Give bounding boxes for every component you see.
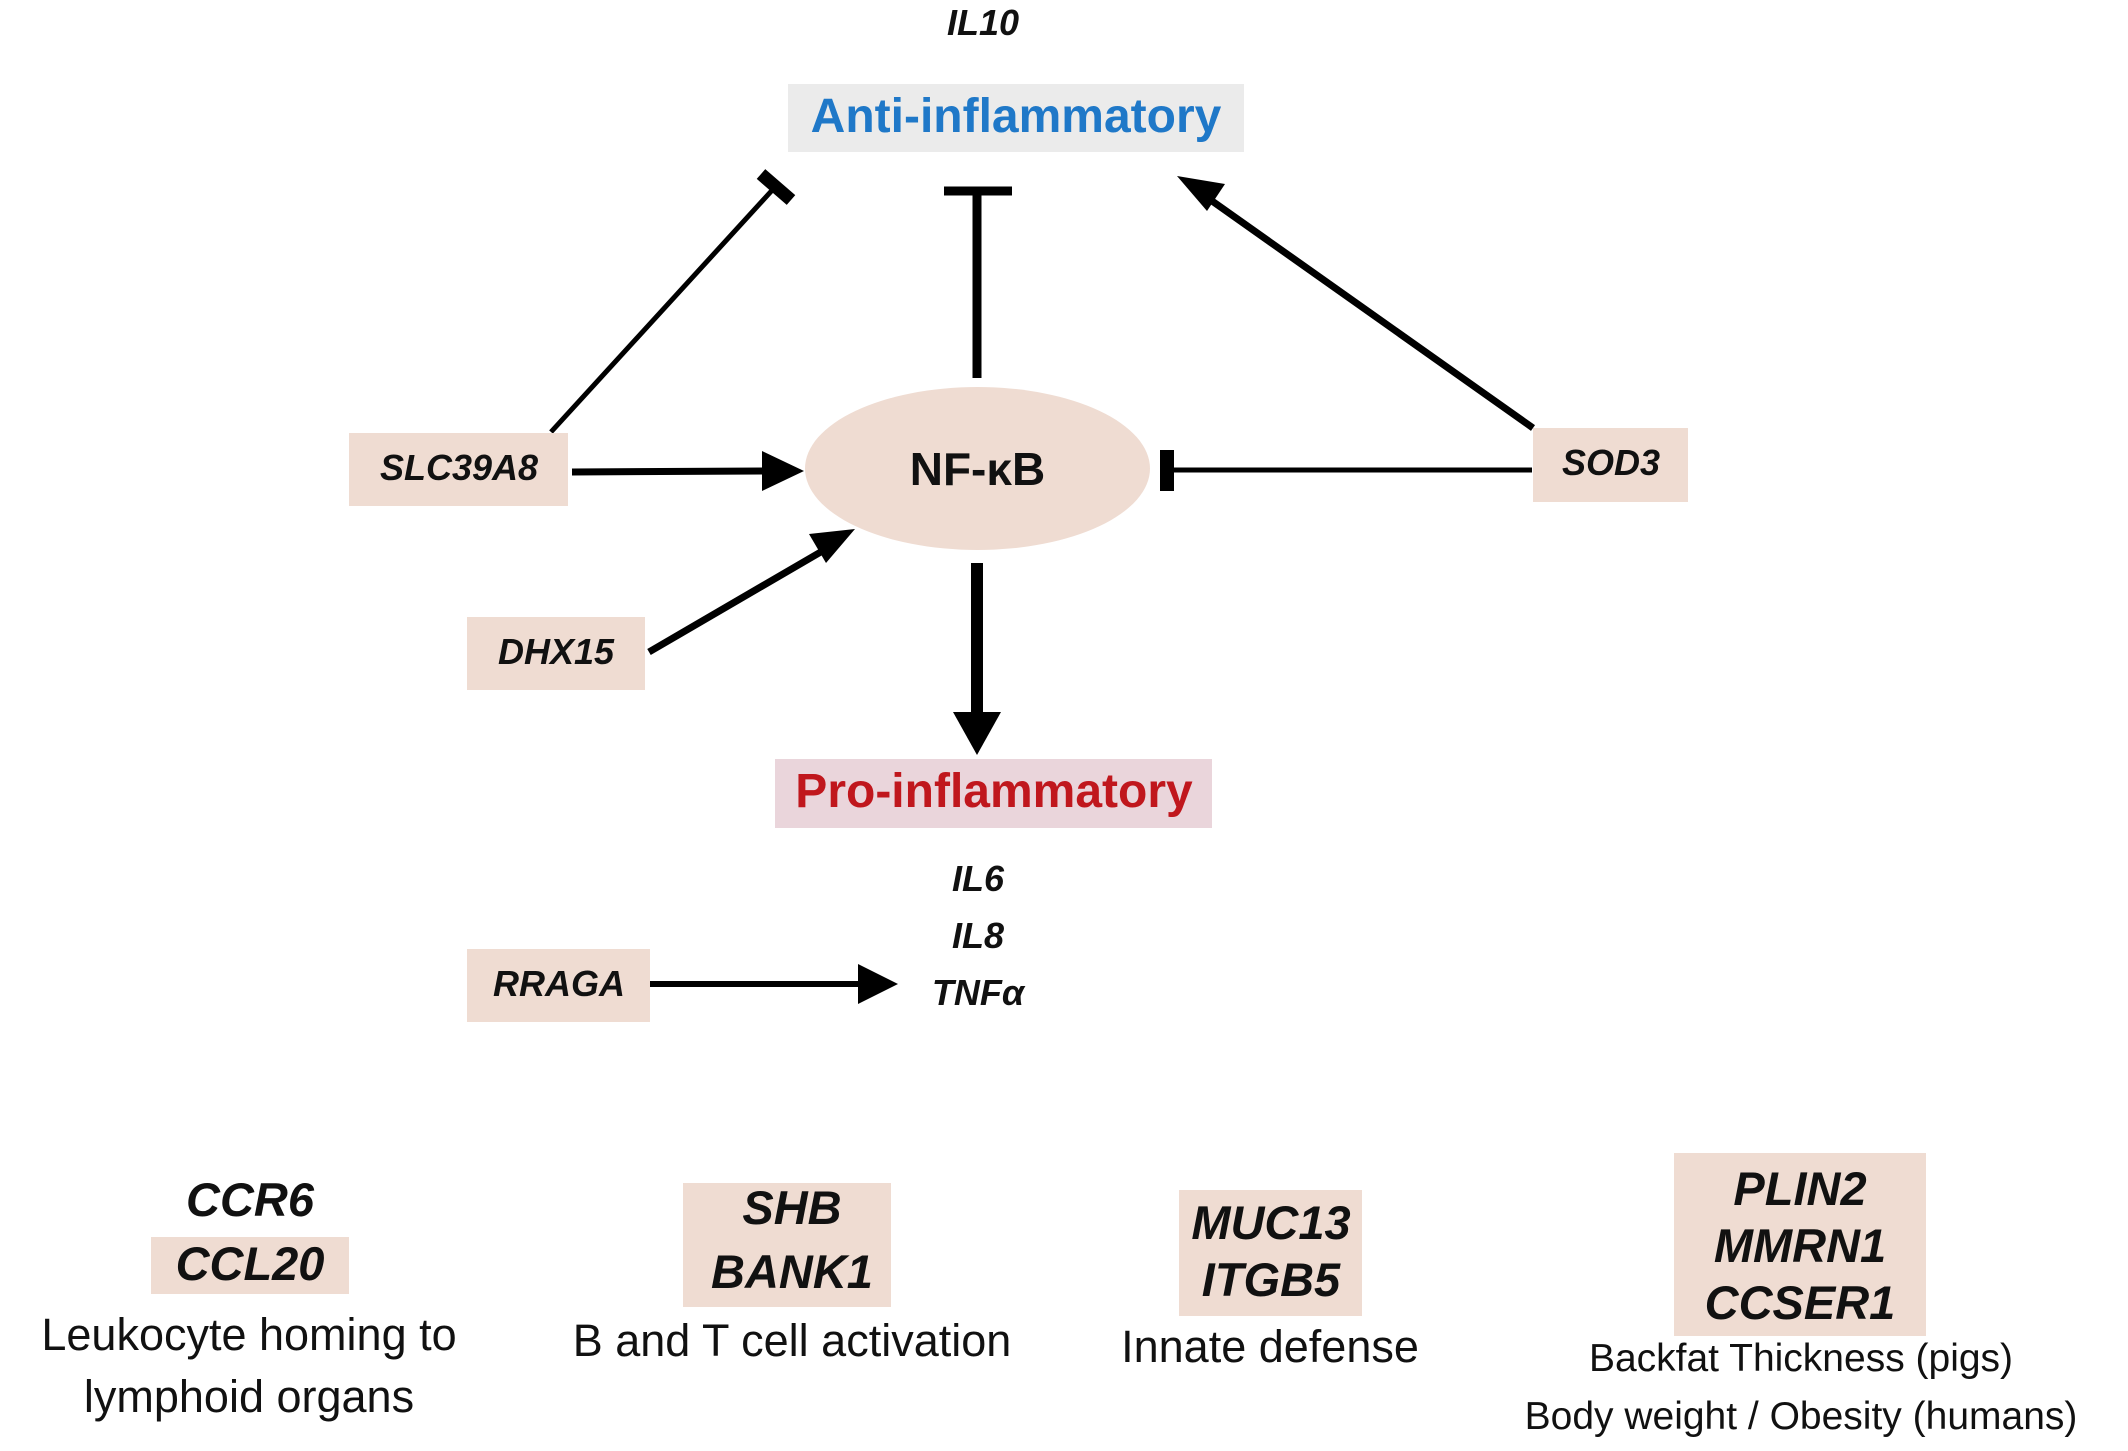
group-4-description: Backfat Thickness (pigs) Body weight / O… xyxy=(1525,1330,2078,1446)
sod3-box xyxy=(1533,428,1688,502)
arrowhead-slc39a8-nfkb xyxy=(762,451,804,491)
arrowhead-sod3-anti xyxy=(1177,176,1225,211)
group-3-genes: MUC13 ITGB5 xyxy=(1191,1194,1350,1308)
group-3-gene-box xyxy=(1179,1190,1362,1316)
gene-muc13: MUC13 xyxy=(1191,1196,1351,1249)
arrowhead-nfkb-pro xyxy=(953,712,1001,755)
gene-ccr6: CCR6 xyxy=(186,1173,314,1226)
slc39a8-label: SLC39A8 xyxy=(379,447,539,488)
edge-slc39a8-anti xyxy=(549,184,778,434)
gene-mmrn1: MMRN1 xyxy=(1713,1219,1887,1272)
cytokine-il6: IL6 xyxy=(951,858,1004,899)
group-1-genes: CCR6 CCL20 xyxy=(176,1168,325,1296)
edge-sod3-anti xyxy=(1202,193,1536,431)
edge-dhx15-nfkb xyxy=(647,542,833,656)
gene-plin2: PLIN2 xyxy=(1733,1162,1867,1215)
pro-cytokine-list: IL6 IL8 TNFα xyxy=(932,850,1024,1021)
sod3-label: SOD3 xyxy=(1561,442,1661,483)
group-4-description-line-2: Body weight / Obesity (humans) xyxy=(1524,1395,2078,1438)
gene-ccser1: CCSER1 xyxy=(1704,1276,1896,1329)
group-1-description-line-2: lymphoid organs xyxy=(83,1371,415,1422)
slc39a8-box xyxy=(349,433,568,506)
pro-inflammatory-label: Pro-inflammatory xyxy=(795,765,1193,818)
edge-slc39a8-nfkb xyxy=(571,467,769,476)
group-2-genes: SHB BANK1 xyxy=(711,1176,873,1304)
inhibit-bar-slc39a8-anti xyxy=(756,169,796,205)
gene-shb: SHB xyxy=(742,1181,842,1234)
pro-inflammatory-box xyxy=(775,759,1212,828)
gene-ccl20: CCL20 xyxy=(175,1237,325,1290)
nfkb-node: NF-κB xyxy=(805,387,1150,550)
nfkb-label: NF-κB xyxy=(909,442,1046,495)
cytokine-tnfa: TNFα xyxy=(931,972,1025,1013)
rraga-label: RRAGA xyxy=(493,963,625,1004)
group-4-gene-box xyxy=(1674,1153,1926,1336)
gene-bank1: BANK1 xyxy=(711,1245,873,1298)
arrowhead-rraga-cytokines xyxy=(858,964,898,1004)
gene-itgb5: ITGB5 xyxy=(1201,1253,1341,1306)
cytokine-il8: IL8 xyxy=(951,915,1004,956)
group-2-description: B and T cell activation xyxy=(572,1315,1012,1366)
anti-inflammatory-box xyxy=(788,84,1244,152)
il10-label: IL10 xyxy=(946,2,1020,43)
dhx15-box xyxy=(467,617,645,690)
ccl20-highlight xyxy=(151,1237,349,1294)
arrowhead-dhx15-nfkb xyxy=(809,529,855,563)
anti-inflammatory-label: Anti-inflammatory xyxy=(810,90,1222,143)
group-1-description: Leukocyte homing to lymphoid organs xyxy=(41,1304,456,1428)
group-4-description-line-1: Backfat Thickness (pigs) xyxy=(1588,1337,2014,1380)
group-2-gene-box xyxy=(683,1183,891,1307)
group-4-genes: PLIN2 MMRN1 CCSER1 xyxy=(1705,1160,1896,1331)
dhx15-label: DHX15 xyxy=(497,631,615,672)
group-1-description-line-1: Leukocyte homing to xyxy=(41,1309,457,1360)
group-3-description: Innate defense xyxy=(1121,1321,1419,1372)
rraga-box xyxy=(467,949,650,1022)
